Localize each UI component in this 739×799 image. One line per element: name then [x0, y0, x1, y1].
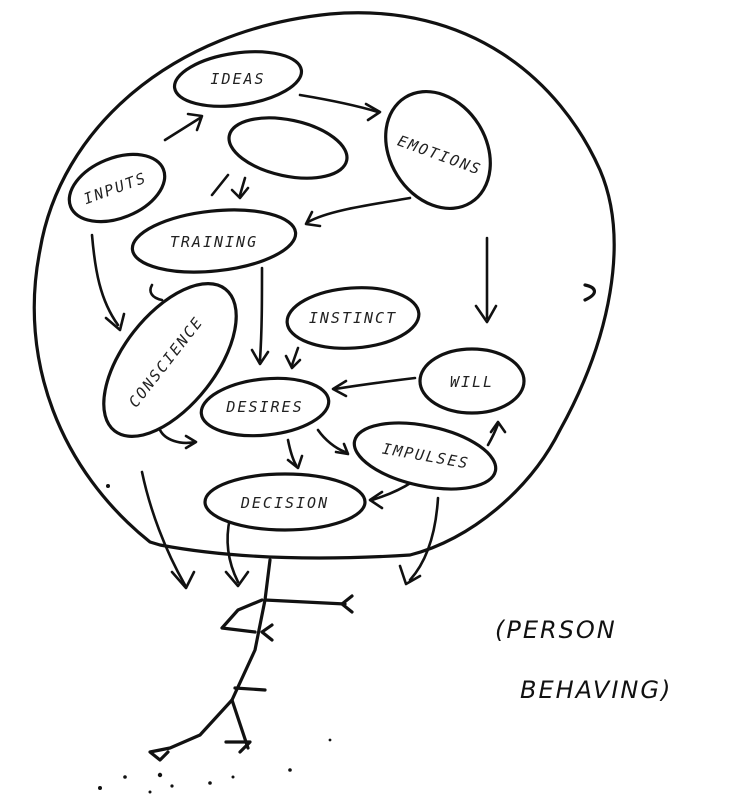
node-feelings	[223, 108, 352, 188]
caption-line-1: (PERSON	[495, 616, 617, 644]
caption-line-2: BEHAVING)	[520, 676, 672, 704]
svg-text:TRAINING: TRAINING	[170, 233, 258, 251]
node-training: TRAINING	[129, 203, 298, 280]
svg-text:IDEAS: IDEAS	[210, 70, 265, 88]
svg-text:DECISION: DECISION	[240, 494, 329, 512]
ear-mark	[585, 285, 594, 300]
node-impulses: IMPULSES	[348, 412, 501, 501]
stick-figure	[150, 560, 352, 760]
node-will: WILL	[420, 349, 524, 413]
svg-text:INSTINCT: INSTINCT	[309, 309, 397, 327]
svg-text:WILL: WILL	[450, 373, 494, 391]
svg-text:DESIRES: DESIRES	[225, 398, 303, 416]
node-decision: DECISION	[205, 474, 365, 530]
node-desires: DESIRES	[198, 372, 331, 441]
node-emotions: EMOTIONS	[364, 72, 511, 228]
node-instinct: INSTINCT	[285, 283, 421, 352]
